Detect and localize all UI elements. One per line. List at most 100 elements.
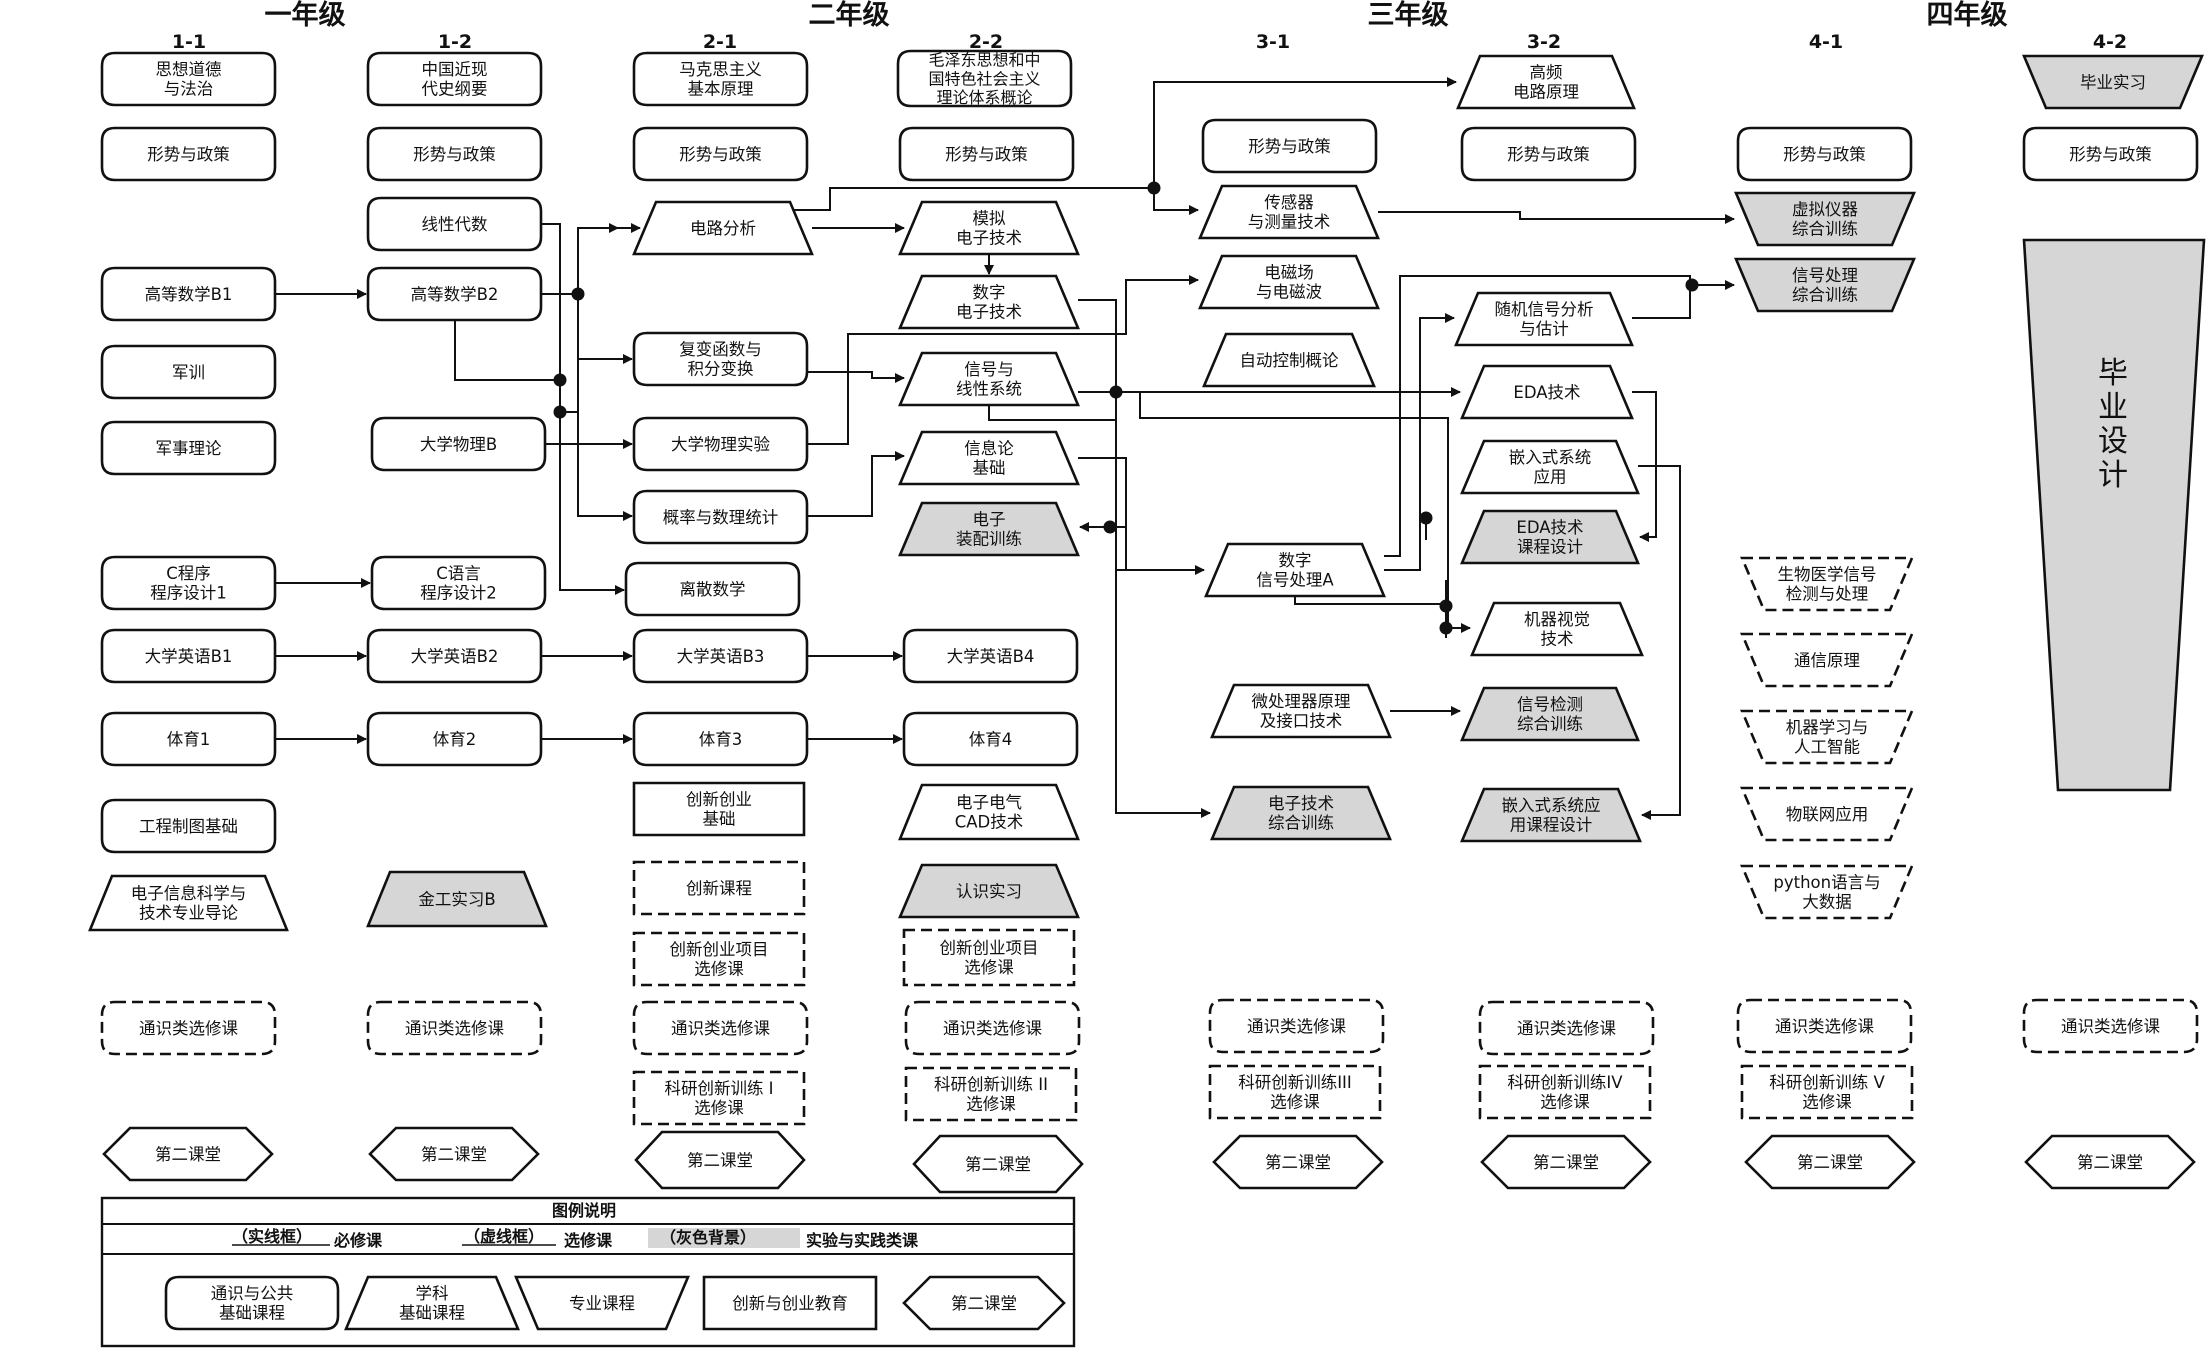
course-1-1-c-programming: C程序程序设计1 xyxy=(100,555,277,611)
legend-gray-swatch xyxy=(648,1228,800,1248)
course-4-1-communication: 通信原理 xyxy=(1740,632,1914,688)
course-3-1-dsp-a: 数字信号处理A xyxy=(1204,542,1386,598)
course-3-2-embedded-design: 嵌入式系统应用课程设计 xyxy=(1460,787,1642,843)
course-3-1-second-class-label: 第二课堂 xyxy=(1265,1153,1331,1172)
legend-second-label: 第二课堂 xyxy=(951,1294,1017,1313)
junction-dot xyxy=(1103,520,1117,534)
course-2-2-english-b4-label: 大学英语B4 xyxy=(947,647,1035,666)
course-4-2-internship-box xyxy=(2022,54,2204,110)
course-2-2-mao-theory-box xyxy=(896,49,1073,108)
course-1-1-ideology-box xyxy=(100,51,277,107)
legend-general: 通识与公共基础课程 xyxy=(164,1275,340,1331)
legend-title: 图例说明 xyxy=(552,1201,616,1220)
course-3-1-electronics-training-label: 电子技术综合训练 xyxy=(1268,794,1334,832)
course-1-2-c-language-label: C语言程序设计2 xyxy=(420,564,497,602)
legend-subject: 学科基础课程 xyxy=(344,1275,520,1331)
course-4-1-biomedical: 生物医学信号检测与处理 xyxy=(1740,556,1914,612)
semester-header-3-1: 3-1 xyxy=(1256,31,1290,53)
legend-second-box xyxy=(902,1275,1066,1331)
course-2-2-analog-electronics-box xyxy=(898,200,1080,256)
course-3-1-electronics-training: 电子技术综合训练 xyxy=(1210,785,1392,841)
course-3-2-machine-vision-label: 机器视觉技术 xyxy=(1524,610,1590,648)
course-4-1-ml-ai: 机器学习与人工智能 xyxy=(1740,709,1914,765)
course-2-1-discrete-math: 离散数学 xyxy=(624,561,801,617)
semester-header-3-2: 3-2 xyxy=(1527,31,1561,53)
connector xyxy=(541,293,633,521)
course-1-1-military-training-label: 军训 xyxy=(172,363,205,382)
legend-solid-label: （实线框） xyxy=(232,1227,312,1246)
course-2-2-mao-theory-label: 毛泽东思想和中国特色社会主义理论体系概论 xyxy=(928,50,1040,107)
course-4-1-virtual-instrument-box xyxy=(1734,191,1916,247)
course-2-2-second-class: 第二课堂 xyxy=(912,1134,1084,1194)
course-1-2-physics-b-box xyxy=(370,416,547,472)
course-1-2-english-b2-box xyxy=(366,628,543,684)
course-2-1-physics-lab-box xyxy=(632,416,809,472)
course-1-2-math-b2-box xyxy=(366,266,543,322)
course-3-2-hf-circuits: 高频电路原理 xyxy=(1456,54,1636,110)
course-2-2-policy-label: 形势与政策 xyxy=(945,145,1028,164)
course-1-2-general-elective-box xyxy=(366,1000,543,1056)
course-2-1-marxism: 马克思主义基本原理 xyxy=(632,51,809,107)
course-1-1-intro-box xyxy=(88,874,289,932)
course-1-2-second-class: 第二课堂 xyxy=(368,1126,540,1182)
course-3-2-signal-detection: 信号检测综合训练 xyxy=(1460,686,1640,742)
semester-header-4-1: 4-1 xyxy=(1809,31,1843,53)
graduation-design-box xyxy=(2022,238,2206,792)
course-3-1-em-fields-box xyxy=(1198,254,1380,310)
year-header-3: 三年级 xyxy=(1368,0,1449,31)
course-2-1-innovation-project-box xyxy=(632,931,806,987)
course-3-2-hf-circuits-box xyxy=(1456,54,1636,110)
course-3-1-automatic-control: 自动控制概论 xyxy=(1202,332,1376,388)
legend-elective-label: 选修课 xyxy=(564,1231,613,1250)
course-3-2-signal-detection-box xyxy=(1460,686,1640,742)
course-1-2-history: 中国近现代史纲要 xyxy=(366,51,543,107)
course-2-1-innovation-course-label: 创新课程 xyxy=(686,879,752,898)
course-1-2-c-language-box xyxy=(370,555,547,611)
course-3-1-second-class-box xyxy=(1212,1134,1384,1190)
course-4-1-biomedical-label: 生物医学信号检测与处理 xyxy=(1778,565,1877,603)
connector xyxy=(1153,188,1199,215)
course-3-2-signal-detection-label: 信号检测综合训练 xyxy=(1517,695,1583,733)
legend-major: 专业课程 xyxy=(514,1275,690,1331)
course-3-2-random-signals: 随机信号分析与估计 xyxy=(1454,291,1634,347)
course-4-2-internship: 毕业实习 xyxy=(2022,54,2204,110)
course-1-1-general-elective-box xyxy=(100,1000,277,1056)
course-2-1-general-elective-label: 通识类选修课 xyxy=(671,1019,771,1038)
course-3-1-microprocessor-label: 微处理器原理及接口技术 xyxy=(1252,692,1351,730)
course-2-1-physics-lab-label: 大学物理实验 xyxy=(671,435,771,454)
course-1-2-history-box xyxy=(366,51,543,107)
course-4-1-python-bigdata-label: python语言与大数据 xyxy=(1773,873,1880,911)
course-2-1-marxism-label: 马克思主义基本原理 xyxy=(679,60,762,98)
course-1-1-math-b1: 高等数学B1 xyxy=(100,266,277,322)
course-1-2-metalwork-label: 金工实习B xyxy=(418,890,495,909)
legend-frame xyxy=(100,1196,1076,1348)
course-2-1-second-class: 第二课堂 xyxy=(634,1130,806,1190)
course-3-2-embedded-design-box xyxy=(1460,787,1642,843)
course-3-1-policy: 形势与政策 xyxy=(1201,118,1378,174)
course-3-2-eda-design-label: EDA技术课程设计 xyxy=(1516,518,1583,556)
course-2-1-policy: 形势与政策 xyxy=(632,126,809,182)
course-1-1-second-class-label: 第二课堂 xyxy=(155,1145,221,1164)
course-3-1-microprocessor: 微处理器原理及接口技术 xyxy=(1210,683,1392,739)
course-4-2-internship-label: 毕业实习 xyxy=(2080,73,2146,92)
course-2-1-probability-box xyxy=(632,489,809,545)
course-1-1-military-theory-label: 军事理论 xyxy=(156,439,223,458)
legend-general-label: 通识与公共基础课程 xyxy=(211,1284,294,1322)
course-2-2-innovation-project-label: 创新创业项目选修课 xyxy=(940,939,1039,977)
course-4-1-general-elective: 通识类选修课 xyxy=(1736,998,1913,1054)
course-1-1-policy-box xyxy=(100,126,277,182)
course-3-1-general-elective-label: 通识类选修课 xyxy=(1247,1017,1347,1036)
course-2-2-signals-systems-box xyxy=(898,351,1080,407)
course-3-1-em-fields-label: 电磁场与电磁波 xyxy=(1256,263,1322,301)
course-4-1-signal-processing: 信号处理综合训练 xyxy=(1734,257,1916,313)
course-2-1-innovation-basics: 创新创业基础 xyxy=(632,781,806,837)
junction-dot xyxy=(571,287,585,301)
course-3-1-sensors-label: 传感器与测量技术 xyxy=(1248,193,1331,231)
course-2-1-circuit-analysis: 电路分析 xyxy=(632,200,814,256)
course-2-1-circuit-analysis-label: 电路分析 xyxy=(690,219,756,238)
course-1-1-intro: 电子信息科学与技术专业导论 xyxy=(88,874,289,932)
